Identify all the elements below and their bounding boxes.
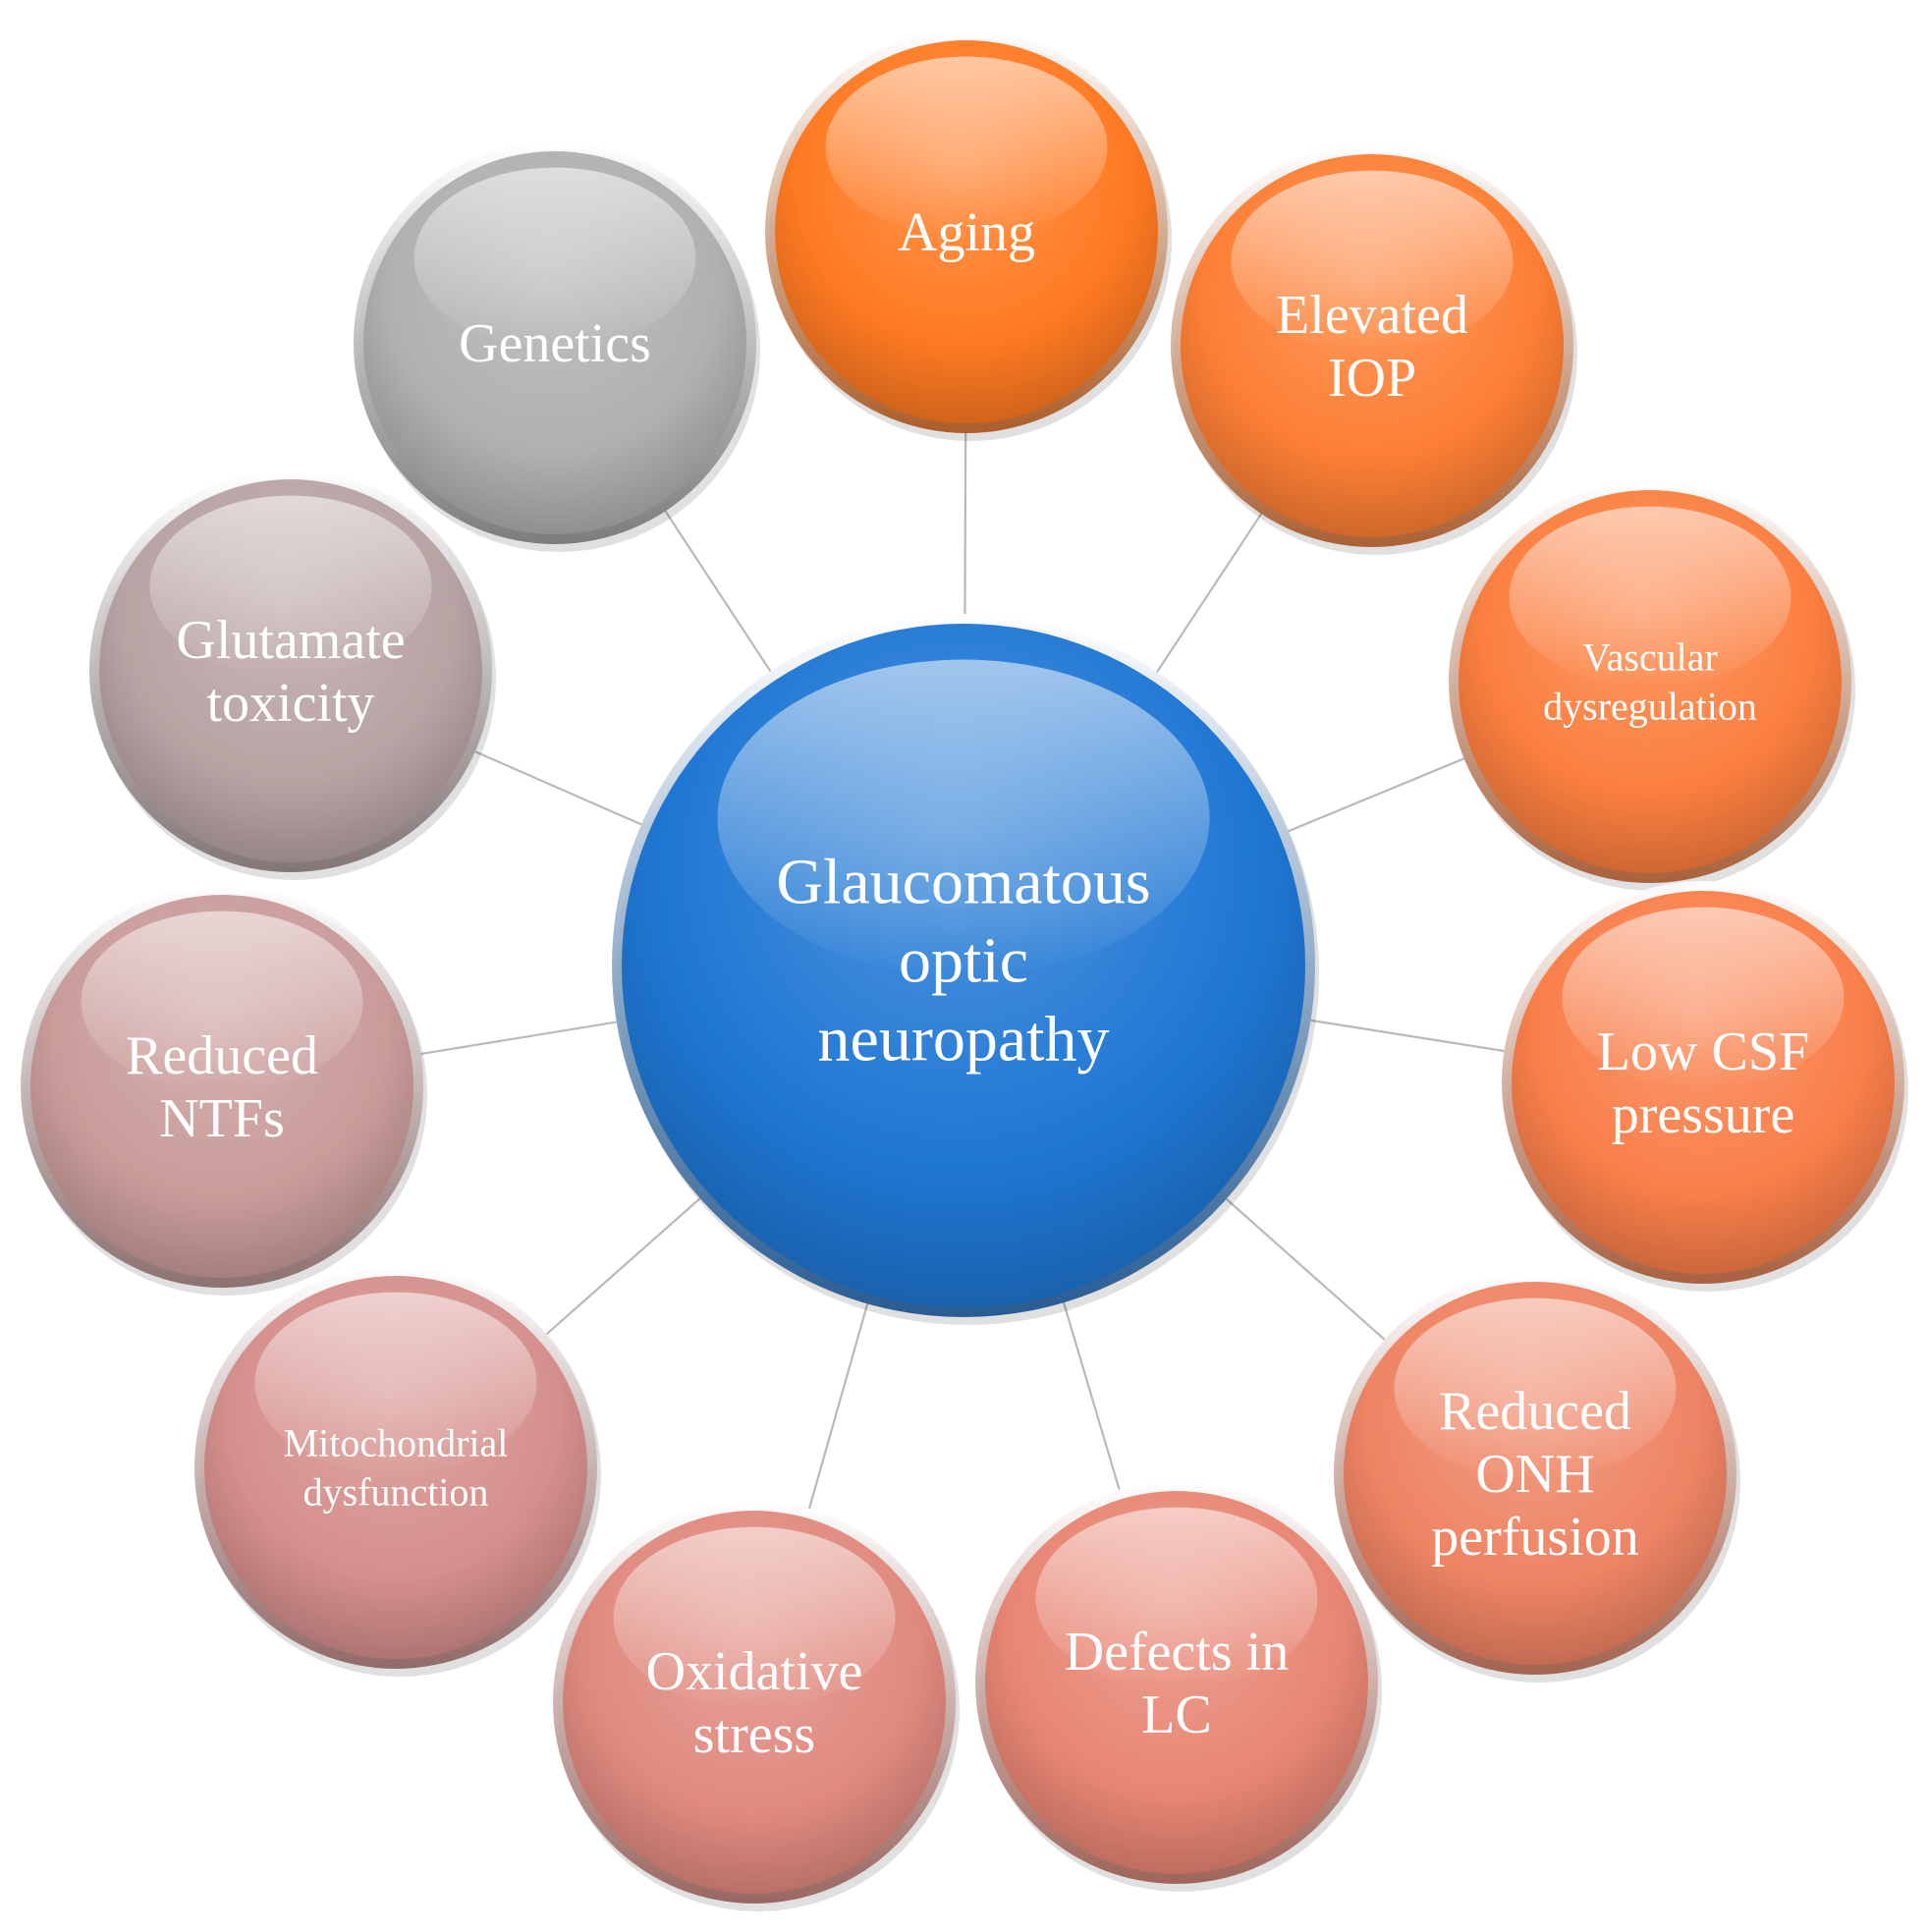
connector-lines (420, 432, 1505, 1510)
connector-aging (964, 432, 967, 615)
node-low-csf-pressure-label-line: Low CSF (1597, 1021, 1809, 1082)
center-node-label-line: optic (899, 924, 1028, 996)
node-elevated-iop-label-line: IOP (1328, 348, 1416, 409)
node-reduced-onh-perfusion-label-line: Reduced (1439, 1381, 1631, 1442)
connector-elevated-iop (1156, 513, 1263, 673)
connector-vascular-dysregulation (1288, 757, 1464, 833)
node-mitochondrial-dysfunction: Mitochondrial dysfunction (194, 1266, 601, 1677)
node-mitochondrial-dysfunction-label-line: dysfunction (303, 1470, 489, 1515)
node-oxidative-stress-label-line: stress (693, 1704, 815, 1765)
node-reduced-onh-perfusion-label-line: ONH (1475, 1444, 1594, 1505)
node-reduced-ntfs-label-line: NTFs (159, 1088, 285, 1149)
node-mitochondrial-dysfunction-label-line: Mitochondrial (284, 1421, 509, 1465)
node-oxidative-stress-label-line: Oxidative (646, 1641, 863, 1702)
node-glutamate-toxicity-label-line: toxicity (206, 673, 374, 734)
center-node-label-line: neuropathy (818, 1003, 1110, 1075)
connector-mitochondrial-dysfunction (545, 1197, 701, 1336)
node-elevated-iop-label-line: Elevated (1276, 285, 1468, 346)
node-genetics-label-line: Genetics (459, 313, 651, 374)
node-reduced-onh-perfusion-label-line: perfusion (1431, 1507, 1639, 1568)
node-glutamate-toxicity-label-line: Glutamate (176, 610, 405, 671)
connector-genetics (664, 510, 772, 673)
node-vascular-dysregulation-label-line: dysregulation (1543, 685, 1757, 729)
node-low-csf-pressure-label-line: pressure (1612, 1084, 1795, 1145)
node-aging-label-line: Aging (898, 202, 1035, 263)
node-aging: Aging (765, 30, 1172, 441)
connector-reduced-ntfs (420, 1021, 617, 1056)
connector-oxidative-stress (807, 1303, 869, 1510)
node-vascular-dysregulation-label-line: Vascular (1582, 635, 1718, 680)
connector-defects-in-lc (1062, 1301, 1121, 1490)
node-genetics: Genetics (354, 141, 760, 552)
node-defects-in-lc-label-line: Defects in (1065, 1622, 1290, 1683)
node-defects-in-lc-label-line: LC (1141, 1684, 1212, 1745)
center-node-label-line: Glaucomatous (776, 846, 1150, 917)
node-reduced-ntfs-label-line: Reduced (126, 1025, 318, 1086)
connector-low-csf-pressure (1310, 1019, 1505, 1053)
connector-reduced-onh-perfusion (1225, 1197, 1386, 1341)
factor-nodes: AgingElevatedIOPVasculardysregulationLow… (21, 30, 1908, 1911)
node-vascular-dysregulation: Vascular dysregulation (1449, 480, 1855, 891)
connector-glutamate-toxicity (474, 750, 642, 826)
